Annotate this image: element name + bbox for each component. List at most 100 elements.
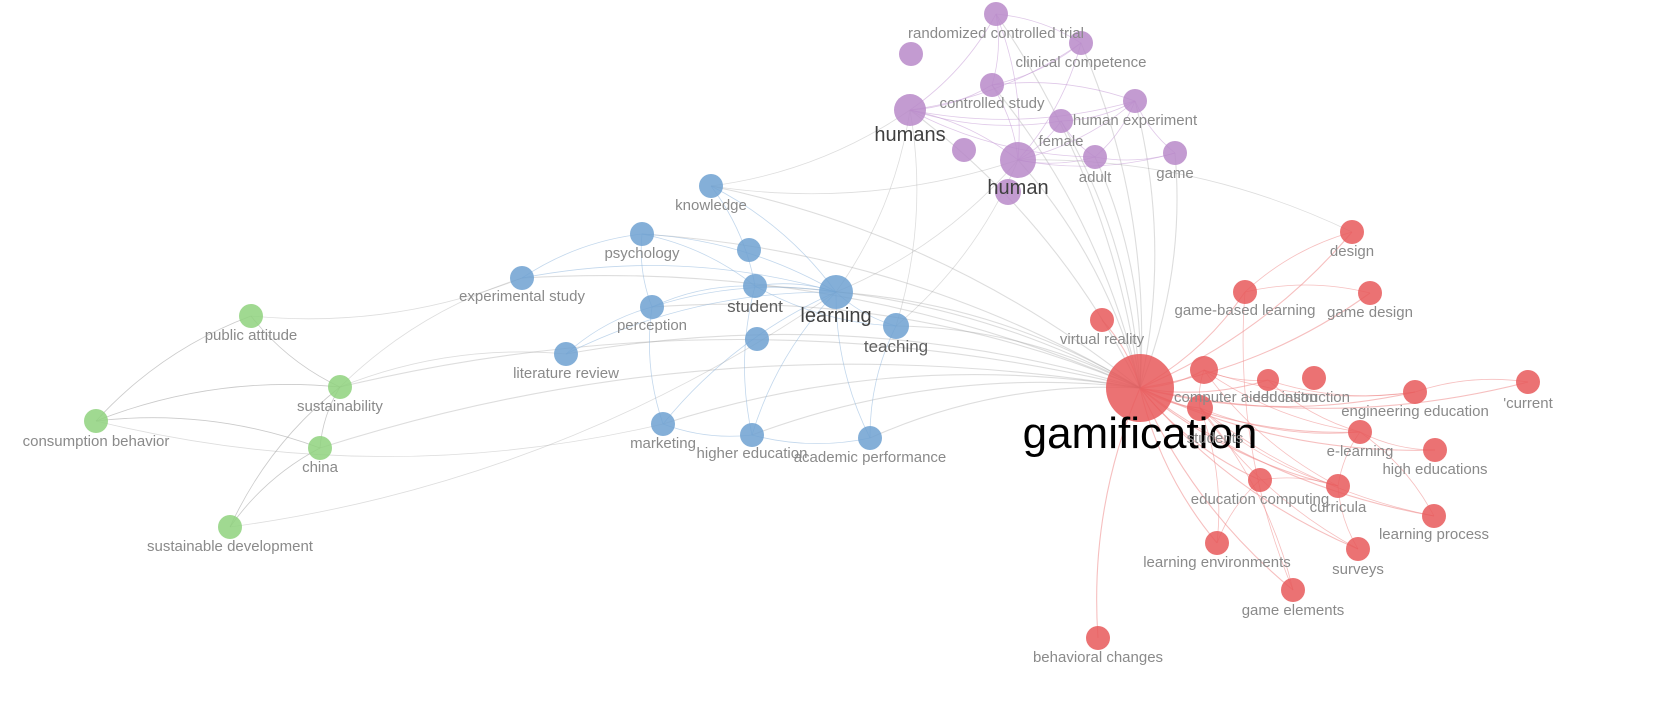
node-learning[interactable] [819, 275, 853, 309]
node-game-design[interactable] [1358, 281, 1382, 305]
network-nodes [84, 2, 1540, 650]
link-china-sustainable-development [229, 447, 321, 528]
node-computer-aided-instruction[interactable] [1190, 356, 1218, 384]
link-consumption-behavior-marketing [95, 420, 664, 457]
link-students-e-learning [1199, 407, 1361, 434]
link-learning-literature-review [565, 291, 837, 355]
link-gamification-academic-performance [869, 386, 1141, 439]
label-game-design: game design [1327, 304, 1413, 321]
link-game-design-game-based-learning [1244, 284, 1371, 294]
node-human-experiment[interactable] [1123, 89, 1147, 113]
node-humans-2[interactable] [952, 138, 976, 162]
node-high-educations[interactable] [1423, 438, 1447, 462]
link-learning-academic-performance [835, 291, 871, 439]
link-sustainability-sustainable-development [229, 386, 341, 528]
link-humans-adult [909, 109, 1096, 158]
node-student-2[interactable] [737, 238, 761, 262]
node-learning-process[interactable] [1422, 504, 1446, 528]
node-gamification[interactable] [1106, 354, 1174, 422]
link-humans-female [909, 109, 1062, 126]
label-controlled-study: controlled study [939, 95, 1045, 112]
label-design: design [1330, 243, 1374, 260]
link-learning-process-e-learning [1359, 431, 1435, 517]
node-surveys[interactable] [1346, 537, 1370, 561]
label-education-computing: education computing [1191, 491, 1329, 508]
node-engineering-education[interactable] [1403, 380, 1427, 404]
node-marketing[interactable] [651, 412, 675, 436]
node-clinical-competence[interactable] [1069, 31, 1093, 55]
node-psychology[interactable] [630, 222, 654, 246]
node-literature-review[interactable] [554, 342, 578, 366]
label-female: female [1038, 133, 1083, 150]
label-perception: perception [617, 317, 687, 334]
node-current[interactable] [1516, 370, 1540, 394]
node-public-attitude[interactable] [239, 304, 263, 328]
node-knowledge[interactable] [699, 174, 723, 198]
node-curricula[interactable] [1326, 474, 1350, 498]
node-clinical-competence-2[interactable] [899, 42, 923, 66]
link-perception-marketing [649, 306, 664, 425]
link-gamification-learning [835, 291, 1141, 389]
label-public-attitude: public attitude [205, 327, 298, 344]
link-gamification-learning-process [1139, 387, 1435, 517]
node-students[interactable] [1187, 395, 1213, 421]
label-academic-performance: academic performance [794, 449, 947, 466]
node-e-learning[interactable] [1348, 420, 1372, 444]
node-teaching[interactable] [883, 313, 909, 339]
node-behavioral-changes[interactable] [1086, 626, 1110, 650]
node-human[interactable] [1000, 142, 1036, 178]
node-game-based-learning[interactable] [1233, 280, 1257, 304]
label-game-elements: game elements [1242, 602, 1345, 619]
node-game-elements[interactable] [1281, 578, 1305, 602]
label-teaching: teaching [864, 337, 928, 356]
node-human-2[interactable] [995, 179, 1021, 205]
node-controlled-study[interactable] [980, 73, 1004, 97]
node-sustainable-development[interactable] [218, 515, 242, 539]
link-human-experiment-controlled-study [991, 82, 1136, 102]
label-china: china [302, 459, 339, 476]
node-humans[interactable] [894, 94, 926, 126]
label-experimental-study: experimental study [459, 288, 585, 305]
node-game[interactable] [1163, 141, 1187, 165]
node-student-3[interactable] [745, 327, 769, 351]
node-adult[interactable] [1083, 145, 1107, 169]
link-learning-marketing [662, 291, 837, 425]
node-perception[interactable] [640, 295, 664, 319]
node-consumption-behavior[interactable] [84, 409, 108, 433]
link-learning-human [835, 159, 1019, 293]
node-education[interactable] [1257, 369, 1279, 391]
link-literature-review-sustainability [339, 351, 567, 388]
label-adult: adult [1079, 169, 1112, 186]
node-education-computing[interactable] [1248, 468, 1272, 492]
link-gamification-adult [1094, 156, 1141, 389]
node-female[interactable] [1049, 109, 1073, 133]
link-gamification-high-educations [1139, 387, 1436, 451]
link-public-attitude-consumption-behavior [95, 315, 252, 422]
label-high-educations: high educations [1382, 461, 1487, 478]
label-psychology: psychology [604, 245, 680, 262]
link-game-based-learning-game-elements [1242, 291, 1294, 591]
link-teaching-humans [895, 109, 918, 327]
node-design[interactable] [1340, 220, 1364, 244]
node-experimental-study[interactable] [510, 266, 534, 290]
label-e-learning: e-learning [1327, 443, 1394, 460]
link-gamification-design [1139, 231, 1353, 389]
link-student-teaching [754, 285, 897, 327]
link-humans-human-experiment [909, 100, 1136, 120]
link-computer-aided-instruction-e-learning [1203, 369, 1361, 433]
node-sustainability[interactable] [328, 375, 352, 399]
node-learning-environments[interactable] [1205, 531, 1229, 555]
node-student[interactable] [743, 274, 767, 298]
label-game-based-learning: game-based learning [1175, 302, 1316, 319]
node-virtual-reality[interactable] [1090, 308, 1114, 332]
label-randomized-controlled-trial: randomized controlled trial [908, 25, 1084, 42]
node-china[interactable] [308, 436, 332, 460]
link-gamification-surveys [1139, 387, 1359, 550]
link-higher-education-academic-performance [751, 434, 871, 445]
label-computer-aided-instruction: computer aided instruction [1174, 389, 1350, 406]
node-higher-education[interactable] [740, 423, 764, 447]
node-education-2[interactable] [1302, 366, 1326, 390]
node-academic-performance[interactable] [858, 426, 882, 450]
node-randomized-controlled-trial[interactable] [984, 2, 1008, 26]
